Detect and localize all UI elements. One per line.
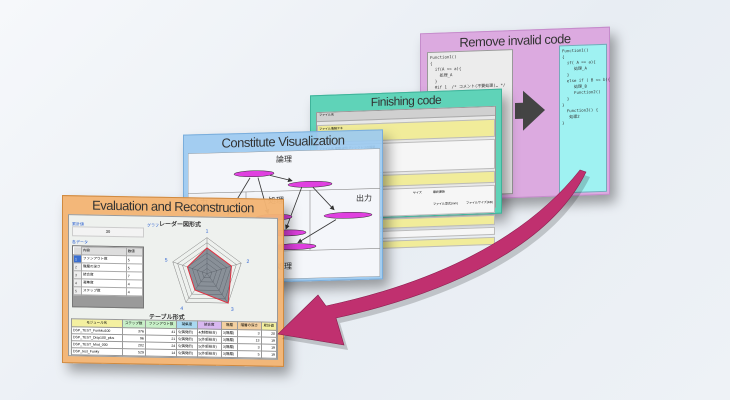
row-no: 5 — [73, 286, 82, 295]
total-value-field: 30 — [72, 226, 144, 238]
item-name: ステップ数 — [81, 286, 127, 296]
radar-axis-label: 4 — [180, 306, 183, 312]
table-cell: 5(偶発的) — [176, 349, 198, 357]
table-header: 階層 — [221, 321, 238, 330]
radar-axis-label: 1 — [206, 229, 209, 235]
item-value: 4 — [126, 279, 143, 288]
table-cell: DSP_test_Funky — [71, 347, 122, 356]
table-cell: 19 — [261, 351, 277, 359]
col-filesize: ファイルサイズ(KB) — [466, 199, 493, 205]
code-after: Function1() { if( A == a){ 処理_A } else i… — [559, 43, 611, 194]
label-logic: 論理 — [276, 154, 292, 164]
label-output: 出力 — [356, 193, 372, 203]
table-cell: 3(階層) — [221, 350, 238, 358]
radar-chart: 1 2 3 4 5 — [165, 229, 250, 313]
row-no: 3 — [73, 270, 82, 279]
total-value: 30 — [105, 228, 111, 234]
col-header — [74, 247, 82, 255]
radar-series — [186, 247, 232, 304]
table-cell: 529 — [122, 348, 146, 357]
item-value: 5 — [126, 263, 143, 272]
table-cell: 5(外部結合) — [197, 349, 222, 358]
panel-title: Evaluation and Reconstruction — [92, 197, 254, 216]
col-header: 数値 — [126, 247, 143, 256]
table-header: 累計値 — [261, 322, 277, 331]
radar-axis-label: 2 — [247, 259, 250, 265]
col-updated: 最終更新 — [433, 189, 446, 195]
radar-axis-label: 3 — [231, 307, 234, 313]
radar-grid — [177, 242, 237, 300]
col-size: サイズ — [413, 190, 422, 195]
code-after-text: Function1() { if( A == a){ 処理_A } else i… — [562, 47, 611, 126]
table-cell: 14 — [145, 349, 177, 357]
item-value: 5 — [126, 255, 143, 264]
right-arrow-shaft — [515, 102, 527, 119]
item-value: 7 — [126, 271, 143, 280]
item-value: 4 — [126, 287, 143, 296]
row-no: 1 — [73, 254, 82, 263]
node — [233, 170, 275, 178]
table-cell: 5 — [237, 350, 262, 359]
row-no: 2 — [73, 262, 82, 271]
row-no: 4 — [73, 278, 82, 287]
panel-evaluation-reconstruction: Evaluation and Reconstruction レーダー図形式 累計… — [62, 195, 284, 367]
col-type: ファイル型式(mm) — [433, 201, 458, 207]
radar-axis-label: 5 — [165, 258, 168, 264]
radar-grid — [172, 237, 242, 304]
